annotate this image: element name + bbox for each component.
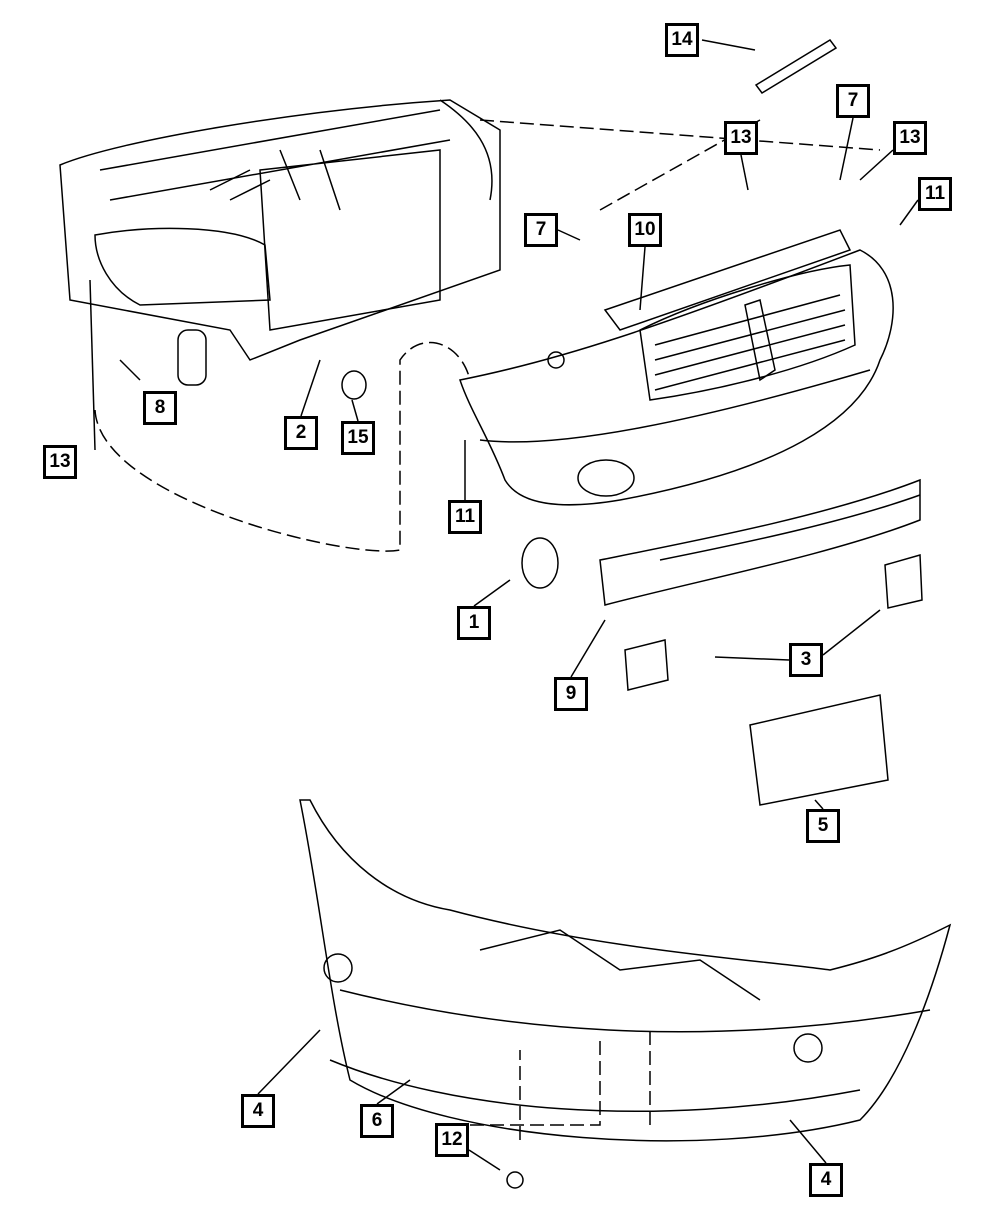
callout-4: 4	[241, 1094, 275, 1128]
brackets	[624, 554, 923, 691]
callout-13: 13	[893, 121, 927, 155]
callout-5: 5	[806, 809, 840, 843]
front-end-structure	[59, 99, 501, 361]
headlamp	[94, 227, 271, 306]
plug	[341, 370, 367, 400]
callout-13: 13	[724, 121, 758, 155]
callout-9: 9	[554, 677, 588, 711]
grille	[603, 229, 856, 401]
cap	[521, 537, 559, 589]
callout-6: 6	[360, 1104, 394, 1138]
callout-11: 11	[448, 500, 482, 534]
callout-15: 15	[341, 421, 375, 455]
callout-11: 11	[918, 177, 952, 211]
callout-14: 14	[665, 23, 699, 57]
callout-4: 4	[809, 1163, 843, 1197]
callout-10: 10	[628, 213, 662, 247]
callout-13: 13	[43, 445, 77, 479]
horn	[177, 329, 207, 386]
callout-2: 2	[284, 416, 318, 450]
callout-3: 3	[789, 643, 823, 677]
leader-lines	[89, 39, 919, 1189]
callout-12: 12	[435, 1123, 469, 1157]
energy-absorber	[599, 478, 921, 606]
license-bracket	[749, 694, 889, 806]
callout-8: 8	[143, 391, 177, 425]
molding	[754, 39, 838, 94]
front-fascia	[459, 249, 894, 506]
callout-7: 7	[836, 84, 870, 118]
lower-fascia	[299, 799, 952, 1142]
fastener	[547, 351, 565, 369]
callout-1: 1	[457, 606, 491, 640]
callout-7: 7	[524, 213, 558, 247]
